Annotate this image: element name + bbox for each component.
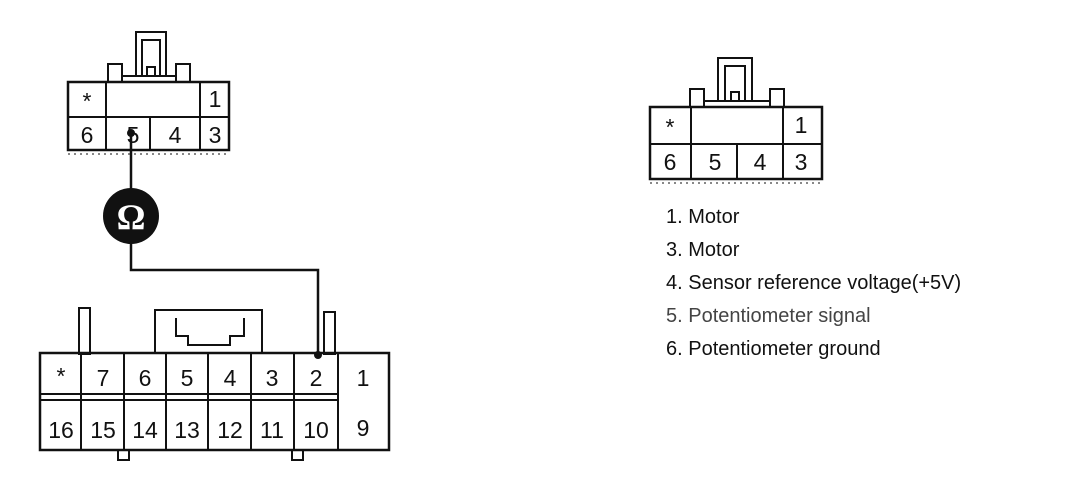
legend-item: 5. Potentiometer signal bbox=[666, 305, 871, 327]
pin-label: 6 bbox=[81, 122, 94, 148]
pin-label: 9 bbox=[357, 415, 370, 441]
pin-label: * bbox=[57, 363, 66, 389]
pin-label: 13 bbox=[174, 417, 200, 443]
ohm-symbol: Ω bbox=[117, 197, 146, 237]
pin-label: 15 bbox=[90, 417, 116, 443]
connector-small-right: * 1 6 5 4 3 bbox=[648, 57, 824, 184]
pin-label: 4 bbox=[169, 122, 182, 148]
pin-label: 5 bbox=[709, 149, 722, 175]
pin-label: 14 bbox=[132, 417, 158, 443]
pin-label: 6 bbox=[139, 365, 152, 391]
pin-label: 12 bbox=[217, 417, 243, 443]
pin-label: 1 bbox=[795, 112, 808, 138]
pin-label: 5 bbox=[181, 365, 194, 391]
pin-label: 16 bbox=[48, 417, 74, 443]
legend-item: 1. Motor bbox=[666, 206, 740, 228]
pin-label: 10 bbox=[303, 417, 329, 443]
pin-legend: 1. Motor 3. Motor 4. Sensor reference vo… bbox=[666, 203, 961, 368]
pin-label: 6 bbox=[664, 149, 677, 175]
pin-label: 1 bbox=[357, 365, 370, 391]
pin-label: 7 bbox=[97, 365, 110, 391]
connector-small-left: * 1 6 5 4 3 bbox=[66, 31, 231, 155]
pin-label: 3 bbox=[209, 122, 222, 148]
legend-item: 4. Sensor reference voltage(+5V) bbox=[666, 272, 962, 294]
ohmmeter-icon: Ω bbox=[103, 188, 159, 244]
pin-label: * bbox=[666, 114, 675, 140]
pin-label: 4 bbox=[754, 149, 767, 175]
pin-label: 11 bbox=[260, 417, 284, 443]
connector-large: * 7 6 5 4 3 2 1 16 15 14 13 12 11 10 9 bbox=[38, 307, 391, 461]
legend-item: 3. Motor bbox=[666, 239, 740, 261]
pin-label: 4 bbox=[224, 365, 237, 391]
probe-tip bbox=[127, 129, 135, 137]
pin-label: * bbox=[83, 88, 92, 114]
pin-label: 2 bbox=[310, 365, 323, 391]
pin-label: 3 bbox=[795, 149, 808, 175]
pin-label: 3 bbox=[266, 365, 279, 391]
probe-wire bbox=[129, 133, 320, 355]
legend-item: 6. Potentiometer ground bbox=[666, 338, 881, 360]
pin-label: 1 bbox=[209, 86, 222, 112]
